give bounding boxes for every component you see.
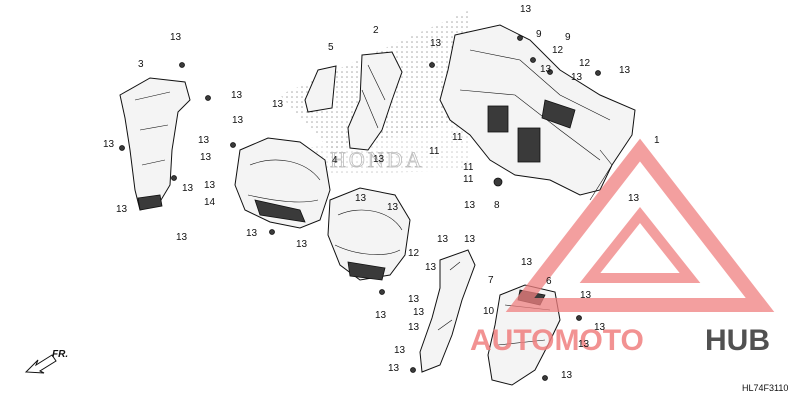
callout-label: 7 bbox=[488, 275, 494, 286]
callout-label: 13 bbox=[296, 239, 308, 250]
callout-label: 1 bbox=[654, 135, 660, 146]
fasteners bbox=[119, 35, 601, 381]
honda-mark-text: HONDA bbox=[330, 147, 424, 172]
callout-label: 4 bbox=[332, 155, 338, 166]
callout-label: 12 bbox=[579, 58, 591, 69]
callout-label: 13 bbox=[103, 139, 115, 150]
callout-label: 13 bbox=[116, 204, 128, 215]
watermark-text: AUTOMOTO HUB bbox=[470, 324, 770, 357]
callout-label: 11 bbox=[463, 162, 474, 173]
callout-label: 9 bbox=[565, 32, 571, 43]
part-7-lower-trim bbox=[419, 249, 476, 373]
callout-label: 13 bbox=[520, 4, 532, 15]
callout-label: 13 bbox=[204, 180, 216, 191]
callout-label: 13 bbox=[387, 202, 399, 213]
callout-label: 13 bbox=[170, 32, 182, 43]
callout-label: 13 bbox=[619, 65, 631, 76]
callout-label: 11 bbox=[429, 146, 440, 157]
callout-label: 12 bbox=[552, 45, 564, 56]
callout-label: 13 bbox=[413, 307, 425, 318]
part-4-left-inner-cover bbox=[234, 137, 331, 229]
callout-label: 2 bbox=[373, 25, 379, 36]
callout-label: 13 bbox=[408, 294, 420, 305]
diagram-code: HL74F3110 bbox=[742, 383, 788, 393]
callout-label: 8 bbox=[494, 200, 500, 211]
callout-label: 13 bbox=[430, 38, 442, 49]
callout-label: 13 bbox=[394, 345, 406, 356]
callout-label: 13 bbox=[540, 64, 552, 75]
part-3-left-bracket bbox=[119, 77, 191, 211]
callout-label: 13 bbox=[594, 322, 606, 333]
front-direction-label: FR. bbox=[52, 349, 68, 360]
callout-label: 13 bbox=[425, 262, 437, 273]
callout-label: 13 bbox=[246, 228, 258, 239]
callout-label: 13 bbox=[561, 370, 573, 381]
watermark-triangle-logo bbox=[505, 138, 775, 312]
callout-label: 13 bbox=[464, 200, 476, 211]
callout-label: 13 bbox=[373, 154, 385, 165]
callout-label: 10 bbox=[483, 306, 495, 317]
callout-label: 13 bbox=[232, 115, 244, 126]
callout-label: 13 bbox=[578, 339, 590, 350]
callout-label: 13 bbox=[571, 72, 583, 83]
callout-label: 13 bbox=[521, 257, 533, 268]
callout-label: 6 bbox=[546, 276, 552, 287]
callout-label: 13 bbox=[182, 183, 194, 194]
callout-label: 12 bbox=[408, 248, 420, 259]
callout-label: 13 bbox=[628, 193, 640, 204]
callout-label: 9 bbox=[536, 29, 542, 40]
part-2-center-cover bbox=[347, 51, 403, 151]
callout-label: 13 bbox=[375, 310, 387, 321]
callout-label: 13 bbox=[388, 363, 400, 374]
callout-label: 11 bbox=[463, 174, 474, 185]
callout-label: 11 bbox=[452, 132, 463, 143]
callout-label: 13 bbox=[176, 232, 188, 243]
callout-label: 5 bbox=[328, 42, 334, 53]
callout-label: 13 bbox=[231, 90, 243, 101]
part-4-right-inner-cover bbox=[327, 187, 411, 281]
watermark-word-1: AUTOMOTO bbox=[470, 324, 644, 357]
front-direction-arrow-icon bbox=[24, 354, 57, 374]
callout-labels: 13 13 13 3 13 13 13 13 13 13 13 13 13 13 14 13 13 5 2 4 13 13… bbox=[103, 4, 660, 381]
callout-label: 13 bbox=[272, 99, 284, 110]
callout-label: 13 bbox=[355, 193, 367, 204]
callout-label: 13 bbox=[580, 290, 592, 301]
watermark-word-2: HUB bbox=[705, 324, 770, 357]
part-5-panel bbox=[304, 65, 337, 113]
callout-label: 3 bbox=[138, 59, 144, 70]
callout-label: 13 bbox=[200, 152, 212, 163]
callout-label: 13 bbox=[464, 234, 476, 245]
callout-label: 13 bbox=[408, 322, 420, 333]
callout-label: 13 bbox=[437, 234, 449, 245]
part-1-main-inner-panel bbox=[439, 24, 636, 201]
callout-label: 13 bbox=[198, 135, 210, 146]
callout-label: 14 bbox=[204, 197, 216, 208]
